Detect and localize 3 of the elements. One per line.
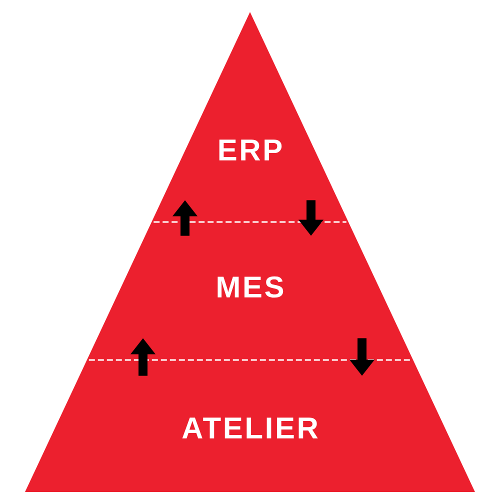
pyramid-layer: MES — [86, 222, 414, 360]
pyramid-layer: ATELIER — [25, 360, 475, 492]
pyramid-layer: ERP — [152, 12, 348, 222]
